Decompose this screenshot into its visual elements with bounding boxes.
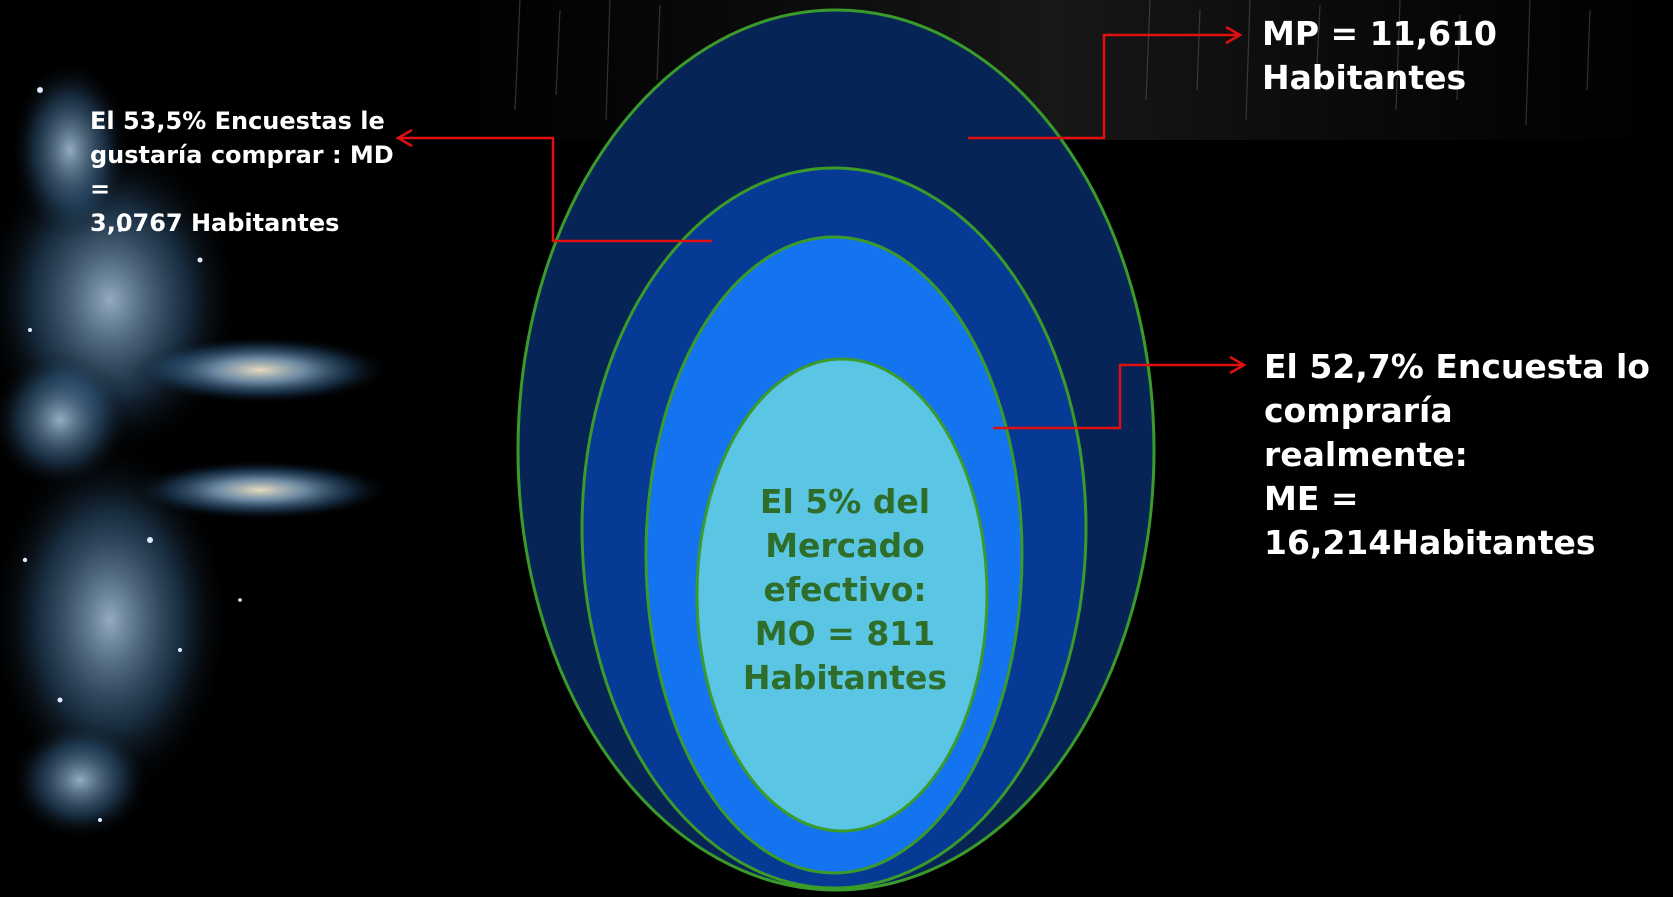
me-label: El 52,7% Encuesta lo compraría realmente… (1264, 347, 1650, 562)
arrow-mp (968, 25, 1243, 140)
arrow-md (395, 128, 712, 243)
nebula-galaxy-image (0, 60, 390, 840)
mp-label: MP = 11,610 Habitantes (1262, 14, 1497, 97)
md-label: El 53,5% Encuestas le gustaría comprar :… (90, 107, 394, 237)
arrow-me (993, 355, 1247, 430)
mo-label: El 5% del Mercado efectivo: MO = 811 Hab… (742, 482, 948, 697)
ellipse-mo (695, 357, 989, 833)
